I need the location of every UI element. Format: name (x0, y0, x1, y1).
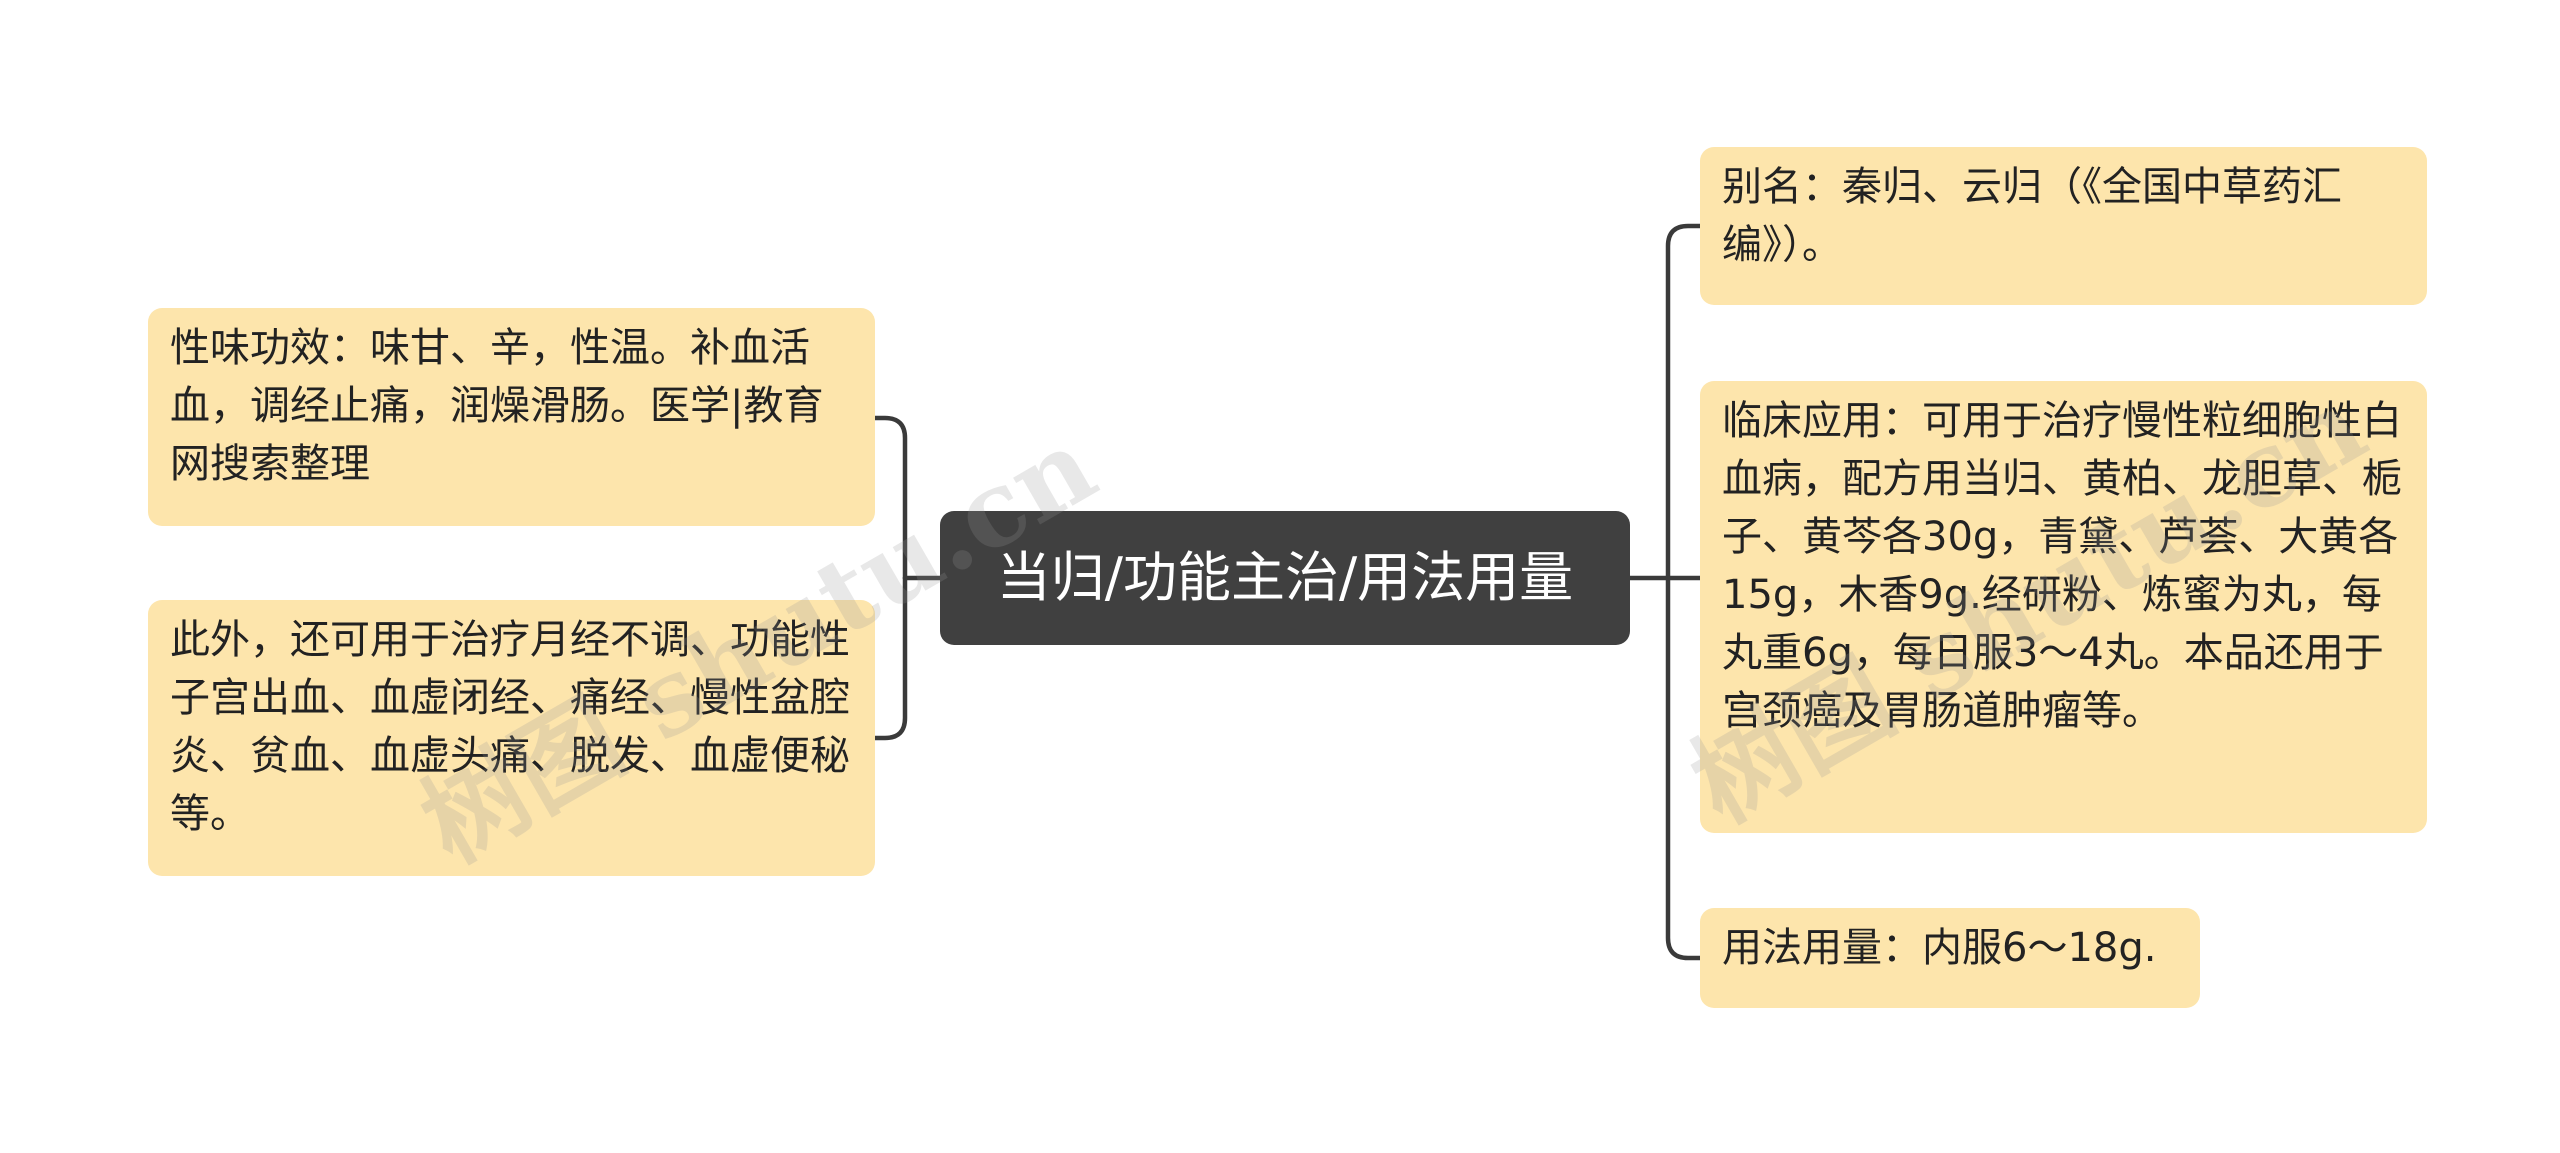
right-node-dosage-text: 用法用量：内服6～18g. (1722, 925, 2157, 971)
connector-right-1 (1665, 223, 1703, 581)
connector-left-2 (872, 575, 908, 741)
right-node-alias-text: 别名：秦归、云归（《全国中草药汇编》）。 (1722, 164, 2342, 268)
root-node[interactable]: 当归/功能主治/用法用量 (940, 511, 1630, 645)
left-node-properties-text: 性味功效：味甘、辛，性温。补血活血，调经止痛，润燥滑肠。医学|教育网搜索整理 (170, 325, 824, 487)
left-node-other-uses-text: 此外，还可用于治疗月经不调、功能性子宫出血、血虚闭经、痛经、慢性盆腔炎、贫血、血… (170, 617, 850, 837)
connector-left-1 (872, 415, 908, 581)
left-node-other-uses[interactable]: 此外，还可用于治疗月经不调、功能性子宫出血、血虚闭经、痛经、慢性盆腔炎、贫血、血… (148, 600, 875, 876)
right-node-clinical-use[interactable]: 临床应用：可用于治疗慢性粒细胞性白血病，配方用当归、黄柏、龙胆草、栀子、黄芩各3… (1700, 381, 2427, 833)
right-node-clinical-use-text: 临床应用：可用于治疗慢性粒细胞性白血病，配方用当归、黄柏、龙胆草、栀子、黄芩各3… (1722, 398, 2402, 734)
right-node-alias[interactable]: 别名：秦归、云归（《全国中草药汇编》）。 (1700, 147, 2427, 305)
connector-right-3 (1665, 575, 1703, 961)
right-node-dosage[interactable]: 用法用量：内服6～18g. (1700, 908, 2200, 1008)
left-node-properties[interactable]: 性味功效：味甘、辛，性温。补血活血，调经止痛，润燥滑肠。医学|教育网搜索整理 (148, 308, 875, 526)
root-node-label: 当归/功能主治/用法用量 (996, 546, 1574, 609)
